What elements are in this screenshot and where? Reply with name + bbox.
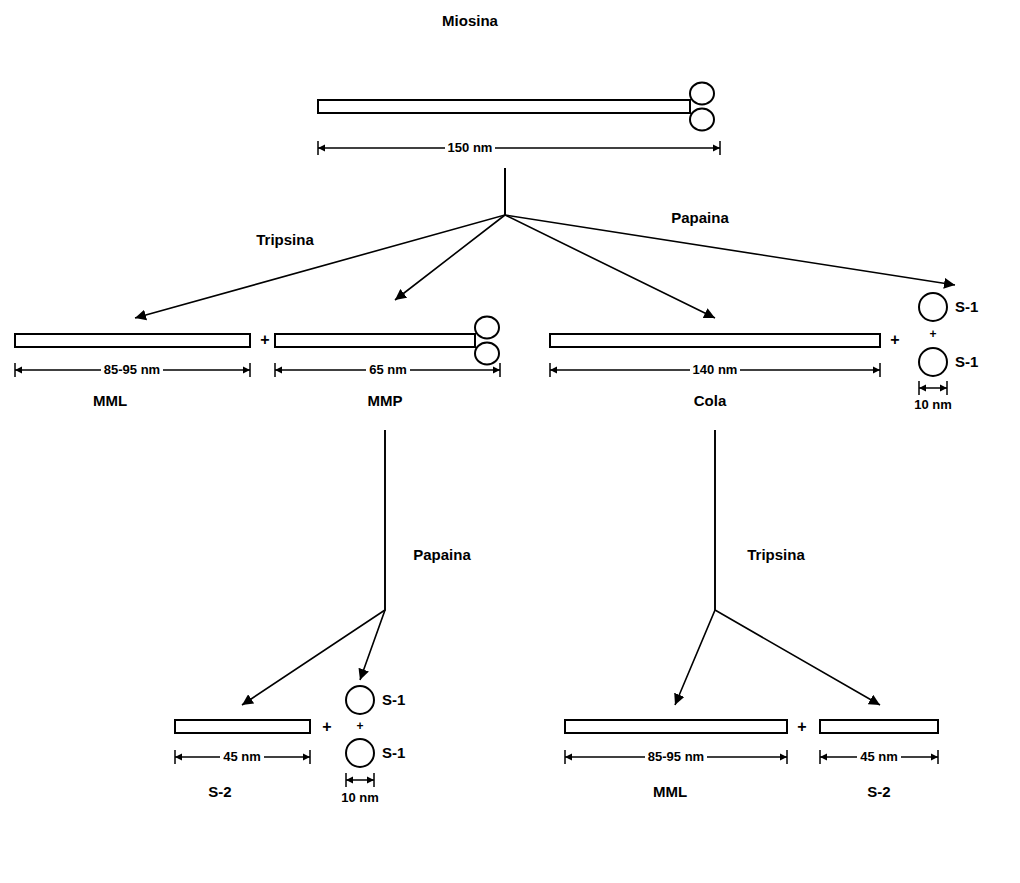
cleavage-arrow [135,168,505,318]
dimension-label: 65 nm [366,362,410,378]
fragment-name: MML [653,783,687,801]
fragment-name: Cola [694,392,727,410]
plus-sign: + [928,328,937,341]
myosin-rod [175,720,310,733]
cleavage-arrow [715,430,880,705]
myosin-rod [550,334,880,347]
molecule-drawing [300,8,730,168]
fragment-node: S-1S-110 nm [335,680,430,820]
enzyme-label: Tripsina [745,546,807,564]
myosin-head [690,109,714,131]
fragment-node: 45 nm S-2 [170,705,320,817]
dimension-line [175,750,310,764]
myosin-head [690,83,714,105]
dimension-label: 85-95 nm [101,362,163,378]
plus-sign: + [889,331,900,349]
dimension-label: 10 nm [338,790,382,806]
dimension-label: 150 nm [445,140,496,156]
dimension-line [919,381,947,395]
cleavage-arrow [242,430,385,705]
dimension-line [550,363,880,377]
fragment-node: S-1S-110 nm [905,285,1010,430]
plus-sign: + [321,718,332,736]
dimension-line [346,773,374,787]
dimension-line [275,363,500,377]
s1-head [346,686,374,714]
dimension-label: 140 nm [690,362,741,378]
fragment-name: S-2 [867,783,890,801]
dimension-label: 10 nm [911,397,955,413]
dimension-line [318,141,720,155]
fragment-node: Miosina 150 nm [300,8,730,168]
fragment-name: MML [93,392,127,410]
fragment-name: S-1 [955,353,978,371]
fragment-node: 85-95 nm MML [10,318,260,430]
fragment-name: S-1 [382,691,405,709]
enzyme-label: Tripsina [254,231,316,249]
enzyme-label: Papaina [669,209,731,227]
cleavage-arrow [395,168,505,300]
dimension-line [820,750,938,764]
fragment-name: Miosina [442,12,498,30]
cleavage-arrow [360,430,385,680]
fragment-name: MMP [368,392,403,410]
dimension-label: 85-95 nm [645,749,707,765]
s1-head [919,348,947,376]
enzyme-label: Papaina [411,546,473,564]
plus-sign: + [355,720,364,733]
fragment-name: S-1 [382,744,405,762]
s1-head [919,293,947,321]
myosin-rod [275,334,475,347]
myosin-head [475,317,499,339]
dimension-line [565,750,787,764]
myosin-rod [318,100,690,113]
myosin-head [475,343,499,365]
myosin-rod [820,720,938,733]
plus-sign: + [259,331,270,349]
myosin-rod [565,720,787,733]
dimension-line [15,363,250,377]
dimension-label: 45 nm [857,749,901,765]
cleavage-arrow [675,430,715,705]
s1-head [346,739,374,767]
dimension-label: 45 nm [220,749,264,765]
fragment-node: 85-95 nm MML [560,705,792,817]
myosin-rod [15,334,250,347]
fragment-name: S-2 [208,783,231,801]
plus-sign: + [796,718,807,736]
fragment-node: 140 nm Cola [545,318,885,430]
cleavage-arrow [505,168,955,285]
fragment-node: 65 nm MMP [270,300,520,430]
fragment-name: S-1 [955,298,978,316]
fragment-node: 45 nm S-2 [815,705,945,817]
